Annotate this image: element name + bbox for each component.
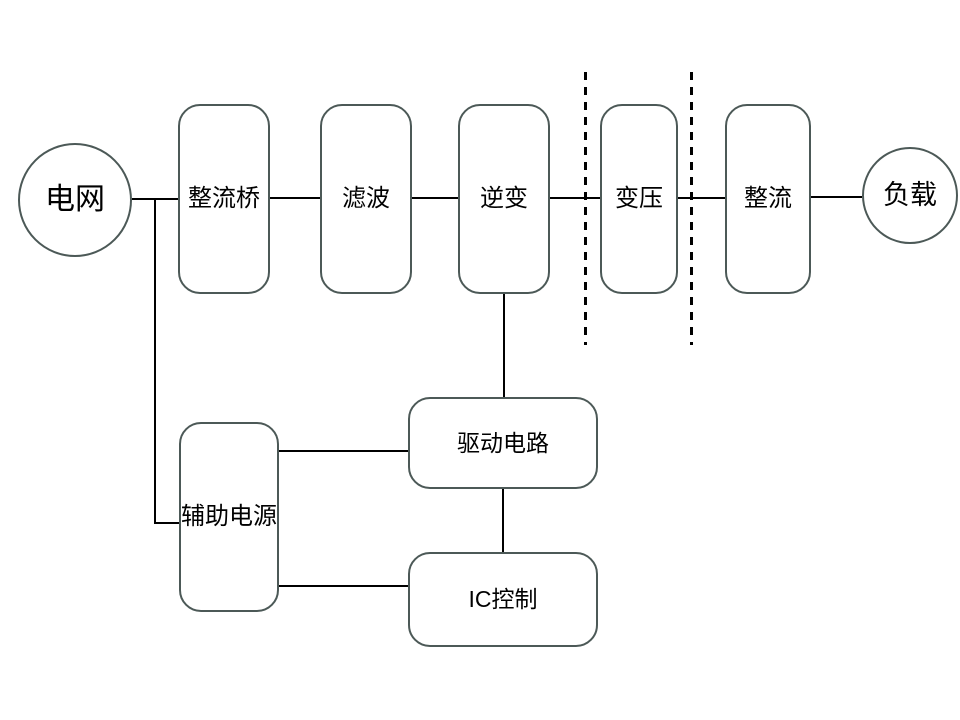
node-transformer-label: 变压 xyxy=(615,186,663,212)
connector-rectifier-bridge-to-filter xyxy=(270,197,320,199)
node-load-label: 负载 xyxy=(883,180,937,210)
node-filter: 滤波 xyxy=(320,104,412,294)
isolation-dashed-line-left xyxy=(584,72,587,345)
node-ic-control-label: IC控制 xyxy=(468,586,538,612)
node-transformer: 变压 xyxy=(600,104,678,294)
node-rectifier-bridge-label: 整流桥 xyxy=(188,186,260,212)
node-rectifier-label: 整流 xyxy=(744,186,792,212)
connector-grid-branch-vertical xyxy=(154,198,156,524)
node-drive-circuit-label: 驱动电路 xyxy=(457,430,549,456)
node-inverter-label: 逆变 xyxy=(480,186,528,212)
connector-aux-power-to-drive-circuit xyxy=(279,450,408,452)
node-drive-circuit: 驱动电路 xyxy=(408,397,598,489)
node-ic-control: IC控制 xyxy=(408,552,598,647)
node-rectifier: 整流 xyxy=(725,104,811,294)
connector-inverter-to-transformer xyxy=(550,197,600,199)
node-aux-power-label: 辅助电源 xyxy=(181,504,277,530)
node-grid-label: 电网 xyxy=(45,183,105,216)
node-filter-label: 滤波 xyxy=(342,186,390,212)
node-aux-power: 辅助电源 xyxy=(179,422,279,612)
connector-transformer-to-rectifier xyxy=(678,197,725,199)
connector-aux-power-to-ic-control xyxy=(279,585,408,587)
connector-branch-to-aux-power xyxy=(154,522,180,524)
node-load: 负载 xyxy=(862,147,958,244)
connector-filter-to-inverter xyxy=(412,197,458,199)
node-rectifier-bridge: 整流桥 xyxy=(178,104,270,294)
connector-rectifier-to-load xyxy=(811,196,862,198)
connector-inverter-to-drive-circuit xyxy=(503,294,505,397)
node-grid: 电网 xyxy=(18,143,132,257)
node-inverter: 逆变 xyxy=(458,104,550,294)
isolation-dashed-line-right xyxy=(690,72,693,345)
connector-drive-circuit-to-ic-control xyxy=(502,489,504,552)
